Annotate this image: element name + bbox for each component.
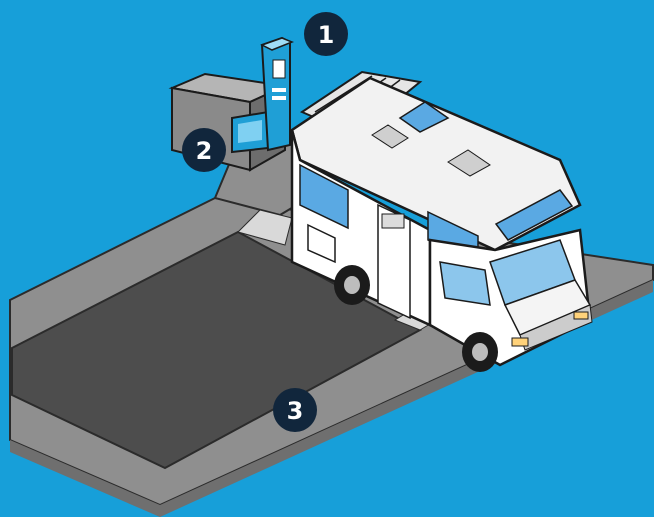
headlight-right bbox=[574, 312, 588, 319]
badge-2-label: 2 bbox=[196, 137, 213, 165]
pillar-stripe-1 bbox=[272, 88, 286, 92]
pillar-panel bbox=[273, 60, 285, 78]
badge-3: 3 bbox=[273, 388, 317, 432]
pillar-stripe-2 bbox=[272, 96, 286, 100]
badge-2: 2 bbox=[182, 128, 226, 172]
water-pillar-front bbox=[262, 38, 290, 150]
rear-wheel bbox=[334, 265, 370, 305]
door-window bbox=[382, 214, 404, 228]
badge-1-label: 1 bbox=[318, 21, 335, 49]
badge-3-label: 3 bbox=[287, 397, 304, 425]
badge-1: 1 bbox=[304, 12, 348, 56]
front-wheel bbox=[462, 332, 498, 372]
basin-inner bbox=[238, 120, 262, 143]
headlight-left bbox=[512, 338, 528, 346]
